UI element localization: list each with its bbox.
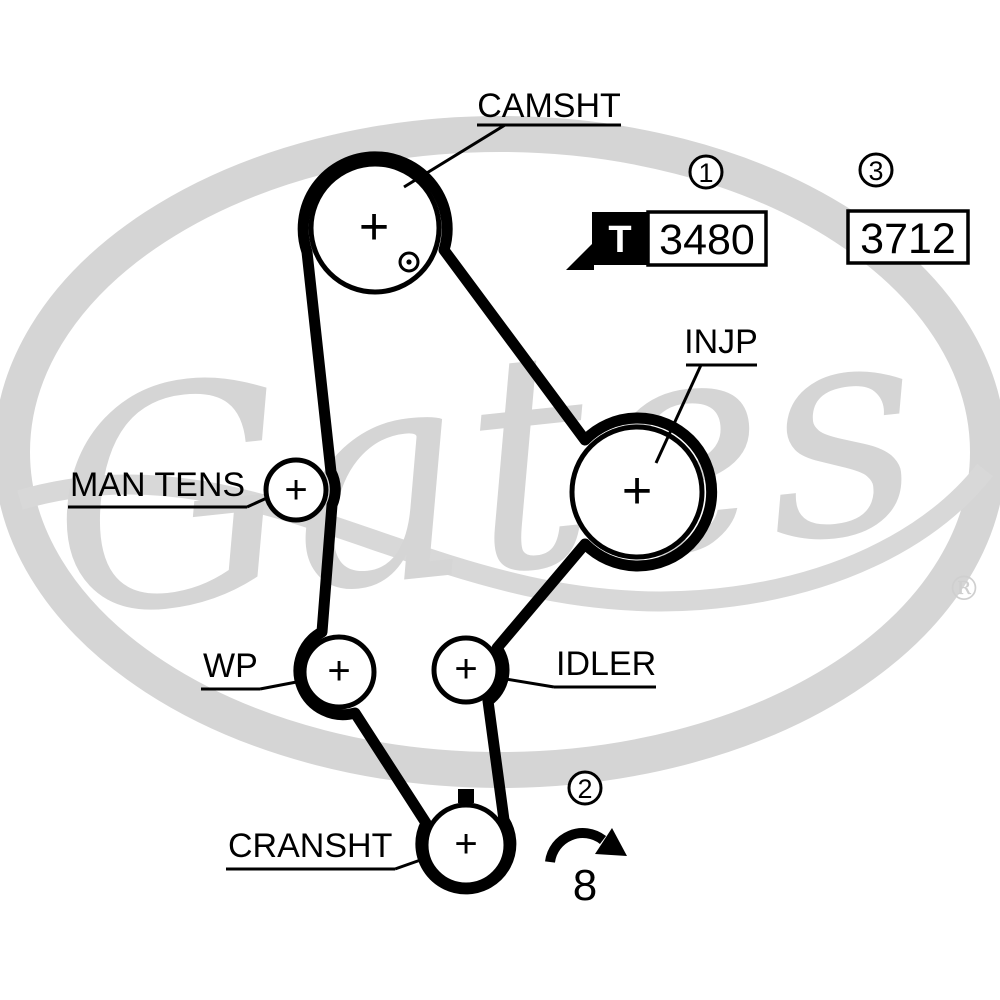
callout-3-number: 3	[868, 156, 883, 186]
idler-pulley: +	[431, 635, 501, 705]
callout-3: 3 3712	[846, 152, 970, 265]
timing-mark-dot-icon	[406, 259, 412, 265]
crankshaft-pulley-circle	[423, 802, 509, 888]
crankshaft-label-text: CRANSHT	[228, 827, 392, 865]
water-pump-pulley: +	[301, 634, 377, 710]
part-number-1-box	[646, 210, 768, 267]
part-number-1-text: 3480	[659, 216, 755, 264]
callout-3-circle	[858, 152, 894, 188]
injection-pump-pulley: +	[569, 424, 705, 560]
water-pump-label-text: WP	[203, 647, 258, 685]
registered-trademark-icon: ®	[947, 569, 981, 609]
callout-1: 1 T 3480	[566, 154, 768, 270]
camshaft-label-text: CAMSHT	[477, 87, 621, 125]
t-badge	[592, 212, 648, 265]
camshaft-label: CAMSHT	[403, 87, 621, 189]
injection-pump-pulley-circle	[569, 424, 705, 560]
callout-2-number: 2	[577, 774, 592, 804]
callout-1-number: 1	[698, 158, 713, 188]
water-pump-leader-line	[259, 678, 308, 691]
crankshaft-pulley: +	[423, 789, 509, 888]
injection-pump-center-mark: +	[622, 462, 652, 520]
manual-tensioner-label: MAN TENS	[68, 466, 270, 509]
watermark-swoosh	[17, 463, 993, 612]
crankshaft-key-icon	[458, 789, 474, 803]
camshaft-pulley: +	[308, 161, 442, 295]
injection-pump-label-text: INJP	[684, 323, 758, 361]
idler-label: IDLER	[499, 645, 656, 689]
idler-pulley-circle	[431, 635, 501, 705]
water-pump-pulley-circle	[301, 634, 377, 710]
injection-pump-label: INJP	[654, 323, 758, 464]
part-number-3-text: 3712	[860, 215, 956, 263]
manual-tensioner-leader-line	[246, 495, 270, 509]
callout-2: 2 8	[545, 770, 627, 910]
crankshaft-center-mark: +	[454, 822, 477, 866]
injection-pump-leader-line	[654, 364, 703, 464]
idler-leader-line	[499, 676, 555, 689]
idler-center-mark: +	[454, 647, 477, 691]
water-pump-center-mark: +	[327, 649, 350, 693]
rotation-arrowhead-icon	[595, 828, 627, 856]
water-pump-label: WP	[201, 647, 308, 691]
manual-tensioner-pulley: +	[263, 457, 329, 523]
idler-label-text: IDLER	[556, 645, 656, 683]
crankshaft-label: CRANSHT	[226, 827, 430, 871]
timing-belt	[293, 151, 718, 895]
t-badge-letter: T	[608, 219, 631, 261]
camshaft-center-mark: +	[359, 198, 389, 256]
t-badge-pointer-icon	[566, 242, 594, 270]
manual-tensioner-label-text: MAN TENS	[70, 466, 245, 504]
manual-tensioner-pulley-circle	[263, 457, 329, 523]
camshaft-leader-line	[403, 123, 506, 189]
manual-tensioner-center-mark: +	[284, 468, 307, 512]
rotation-arrow-icon	[545, 828, 607, 863]
callout-1-circle	[688, 154, 724, 190]
tooth-count-text: 8	[573, 861, 597, 910]
crankshaft-leader-line	[394, 855, 430, 871]
callout-2-circle	[567, 770, 603, 806]
part-number-3-box	[846, 209, 970, 265]
